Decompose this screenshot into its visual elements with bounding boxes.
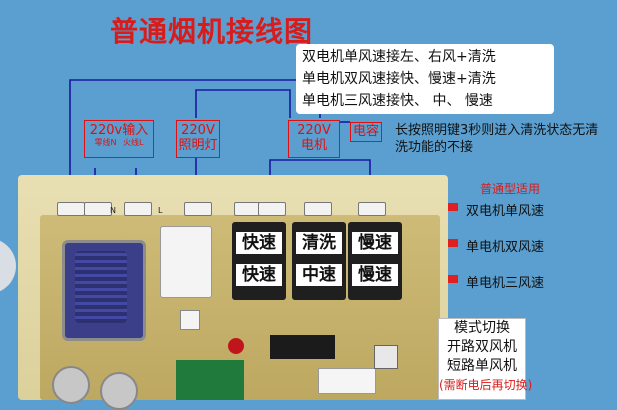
hint-line-2: 洗功能的不接: [395, 140, 474, 155]
input-label: 220v输入: [89, 123, 149, 138]
pin-label-n: N: [110, 206, 116, 215]
relay-label-fast-2: 快速: [236, 264, 282, 286]
input-box: 220v输入 零线N 火线L: [84, 120, 154, 158]
light-label: 照明灯: [178, 138, 218, 153]
input-sub: 零线N 火线L: [85, 138, 153, 148]
relay-label-slow-2: 慢速: [352, 264, 398, 286]
side-row-1: 双电机单风速: [466, 204, 545, 219]
note-line-2: 单电机双风速接快、慢速+清洗: [302, 71, 496, 87]
light-box: 220V 照明灯: [176, 120, 220, 158]
connector-8: [358, 202, 386, 216]
mode-line-4: (需断电后再切换): [439, 378, 533, 392]
green-module: [176, 360, 244, 400]
side-header: 普通型适用: [480, 182, 541, 196]
hint-line-1: 长按照明键3秒则进入清洗状态无清: [395, 123, 599, 138]
red-led: [228, 338, 244, 354]
pin-label-l: L: [158, 206, 163, 215]
motor-label: 电机: [300, 138, 327, 153]
notes-box: 双电机单风速接左、右风+清洗 单电机双风速接快、慢速+清洗 单电机三风速接快、 …: [296, 44, 554, 114]
relay-label-fast-1: 快速: [236, 232, 282, 254]
input-sub-n: 零线N: [94, 138, 117, 147]
connector-4: [184, 202, 212, 216]
capacitor-round-1: [52, 366, 90, 404]
light-voltage: 220V: [181, 123, 215, 138]
wire-motor-bus: [269, 159, 371, 186]
capacitor-box: 电容: [350, 122, 382, 142]
connector-2: [84, 202, 112, 216]
motor-voltage: 220V: [297, 123, 331, 138]
relay-label-slow-1: 慢速: [352, 232, 398, 254]
connector-6: [258, 202, 286, 216]
transformer: [62, 240, 146, 341]
ic-chip: [270, 335, 335, 359]
relay-label-mid: 中速: [296, 264, 342, 286]
mode-line-2: 开路双风机: [447, 339, 517, 355]
wire-light-top: [195, 89, 291, 118]
mode-jumper: [374, 345, 398, 369]
capacitor-label: 电容: [352, 124, 379, 139]
note-line-1: 双电机单风速接左、右风+清洗: [302, 49, 496, 65]
hint-text: 长按照明键3秒则进入清洗状态无清 洗功能的不接: [395, 122, 617, 156]
small-connector: [180, 310, 200, 330]
side-row-2: 单电机双风速: [466, 240, 545, 255]
mode-box: 模式切换 开路双风机 短路单风机 (需断电后再切换): [438, 318, 533, 400]
connector-1: [57, 202, 85, 216]
mode-line-1: 模式切换: [454, 320, 510, 336]
relay-label-clean: 清洗: [296, 232, 342, 254]
input-sub-l: 火线L: [123, 138, 144, 147]
edge-knob: [0, 238, 16, 294]
connector-7: [304, 202, 332, 216]
side-row-3: 单电机三风速: [466, 276, 545, 291]
white-connector: [318, 368, 376, 394]
connector-3: [124, 202, 152, 216]
note-line-3: 单电机三风速接快、 中、 慢速: [302, 93, 493, 109]
motor-box: 220V 电机: [288, 120, 340, 158]
diagram-title: 普通烟机接线图: [110, 15, 314, 48]
relay-white: [160, 226, 212, 298]
mode-line-3: 短路单风机: [447, 358, 517, 374]
capacitor-round-2: [100, 372, 138, 410]
